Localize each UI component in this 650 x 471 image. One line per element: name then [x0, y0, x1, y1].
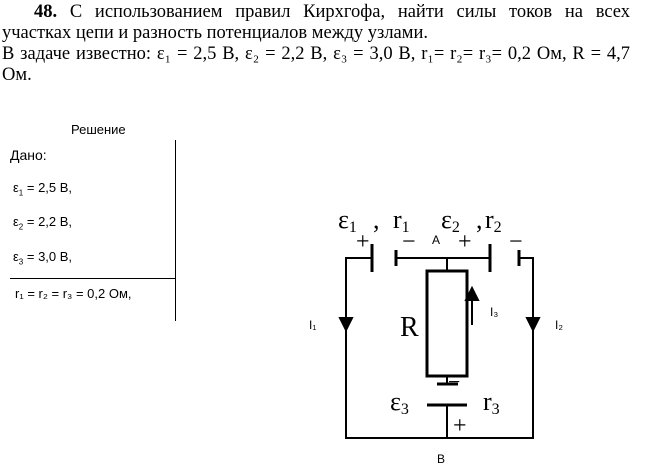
- given-label: Дано:: [10, 147, 47, 163]
- minus-3: −: [448, 369, 460, 394]
- r2-label: r2: [485, 205, 502, 236]
- plus-1: +: [356, 229, 370, 255]
- minus-1: −: [402, 229, 416, 255]
- i1-label: I₁: [309, 318, 316, 332]
- r3-label: r3: [483, 387, 500, 418]
- comma-1: ,: [373, 205, 380, 234]
- e2-label: ε2: [441, 205, 460, 236]
- given-e2: ε2 = 2,2 В,: [13, 214, 73, 232]
- node-b-label: B: [437, 452, 445, 466]
- divider-vertical: [175, 140, 176, 321]
- plus-3: +: [453, 413, 467, 439]
- comma-2: ,: [476, 205, 483, 234]
- e1-label: ε1: [338, 205, 357, 236]
- given-r: r₁ = r₂ = r₃ = 0,2 Ом,: [15, 286, 132, 301]
- problem-text: С использованием правил Кирхгофа, найти …: [2, 2, 631, 43]
- resistor-label: R: [400, 312, 419, 343]
- plus-2: +: [458, 229, 472, 255]
- problem-number: 48.: [34, 2, 58, 22]
- minus-2: −: [509, 229, 523, 255]
- problem-given-text: В задаче известно: ε₁ = 2,5 В, ε₂ = 2,2 …: [2, 44, 630, 85]
- solution-title: Решение: [71, 122, 126, 137]
- problem-statement: 48. С использованием правил Кирхгофа, на…: [2, 2, 630, 86]
- e3-label: ε3: [390, 387, 409, 418]
- given-e1: ε1 = 2,5 В,: [13, 180, 73, 198]
- divider-horizontal: [10, 278, 176, 279]
- given-e3: ε3 = 3,0 В,: [13, 249, 73, 267]
- i2-label: I₂: [555, 318, 563, 332]
- i3-label: I₃: [490, 305, 498, 319]
- r1-label: r1: [393, 205, 410, 236]
- node-a-label: A: [432, 233, 440, 247]
